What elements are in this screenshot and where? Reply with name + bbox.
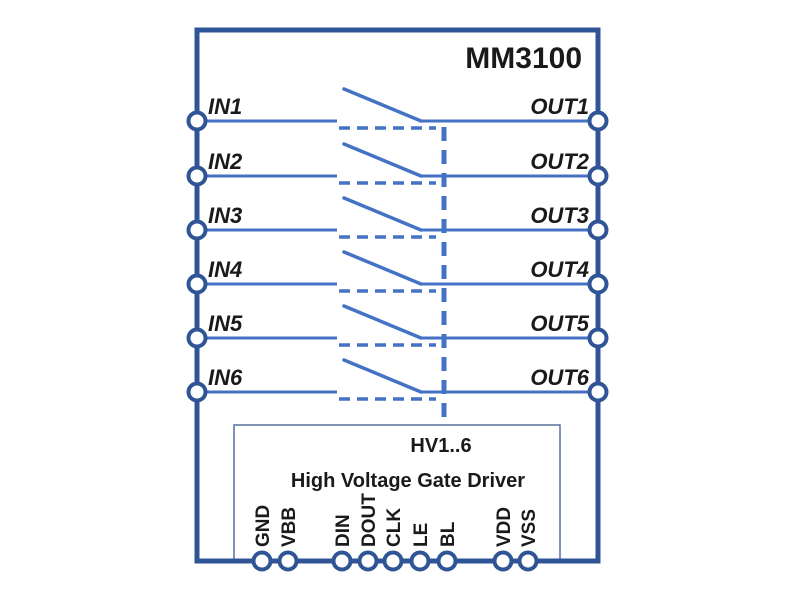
gate-driver-bus-label: HV1..6 (410, 435, 471, 457)
clk-pin-terminal (382, 550, 404, 572)
in5-pin-terminal (186, 327, 208, 349)
in2-label: IN2 (208, 149, 243, 174)
vdd-label: VDD (494, 507, 515, 547)
out1-pin-terminal (587, 110, 609, 132)
out6-pin-terminal (587, 381, 609, 403)
dout-pin-terminal (357, 550, 379, 572)
in3-label: IN3 (208, 203, 242, 228)
dout-label: DOUT (359, 493, 380, 547)
channel-6: IN6 OUT6 (197, 358, 598, 401)
out3-label: OUT3 (530, 203, 589, 228)
le-pin-terminal (409, 550, 431, 572)
channel-5: IN5 OUT5 (197, 304, 598, 347)
gate-driver-title: High Voltage Gate Driver (291, 470, 525, 492)
bl-label: BL (438, 521, 459, 547)
out2-label: OUT2 (530, 149, 589, 174)
gnd-pin-terminal (251, 550, 273, 572)
in3-pin-terminal (186, 219, 208, 241)
clk-label: CLK (384, 508, 405, 547)
part-title: MM3100 (465, 42, 582, 75)
out5-label: OUT5 (530, 311, 589, 336)
out5-pin-terminal (587, 327, 609, 349)
in6-pin-terminal (186, 381, 208, 403)
switch4-arm (342, 250, 423, 286)
din-pin-terminal (331, 550, 353, 572)
channel-4: IN4 OUT4 (197, 250, 598, 293)
switch6-arm (342, 358, 423, 394)
switch5-arm (342, 304, 423, 340)
bottom-pin-terminals (251, 550, 539, 572)
in5-label: IN5 (208, 311, 243, 336)
out3-pin-terminal (587, 219, 609, 241)
out1-label: OUT1 (530, 94, 589, 119)
channel-2: IN2 OUT2 (197, 142, 598, 185)
out4-pin-terminal (587, 273, 609, 295)
vss-label: VSS (519, 509, 540, 547)
channel-1: IN1 OUT1 (197, 87, 598, 130)
le-label: LE (411, 523, 432, 547)
in1-pin-terminal (186, 110, 208, 132)
out4-label: OUT4 (530, 257, 589, 282)
vbb-label: VBB (279, 507, 300, 547)
bl-pin-terminal (436, 550, 458, 572)
in2-pin-terminal (186, 165, 208, 187)
in4-label: IN4 (208, 257, 242, 282)
vbb-pin-terminal (277, 550, 299, 572)
out6-label: OUT6 (530, 365, 589, 390)
din-label: DIN (333, 514, 354, 547)
gnd-label: GND (253, 505, 274, 547)
out2-pin-terminal (587, 165, 609, 187)
switch3-arm (342, 196, 423, 232)
vss-pin-terminal (517, 550, 539, 572)
in6-label: IN6 (208, 365, 243, 390)
in1-label: IN1 (208, 94, 242, 119)
io-pin-terminals (186, 110, 609, 403)
vdd-pin-terminal (492, 550, 514, 572)
channel-3: IN3 OUT3 (197, 196, 598, 239)
switch1-arm (342, 87, 423, 123)
bottom-pin-labels: GND VBB DIN DOUT CLK LE BL VDD VSS (253, 493, 540, 547)
switch2-arm (342, 142, 423, 178)
in4-pin-terminal (186, 273, 208, 295)
